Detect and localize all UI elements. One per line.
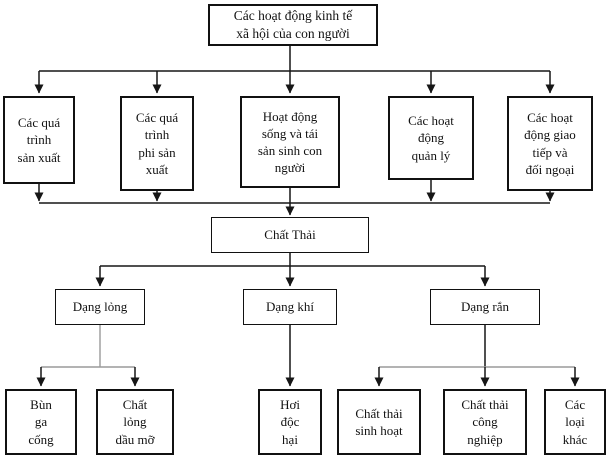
node-production-processes: Các quá trình sản xuất: [3, 96, 75, 184]
node-other-types: Các loại khác: [544, 389, 606, 455]
node-oil-grease-liquid: Chất lỏng dầu mỡ: [96, 389, 174, 455]
node-living-reproduction-activities: Hoạt động sống và tái sản sinh con người: [240, 96, 340, 188]
connector-solid-branch: [374, 325, 580, 387]
connector-liquid-branch: [36, 325, 140, 387]
node-socioeconomic-activities: Các hoạt động kinh tế xã hội của con ngư…: [208, 4, 378, 46]
node-toxic-vapor: Hơi độc hại: [258, 389, 322, 455]
node-non-production-processes: Các quá trình phi sản xuất: [120, 96, 194, 191]
node-solid-form: Dạng rắn: [430, 289, 540, 325]
node-sewer-sludge: Bùn ga cống: [5, 389, 77, 455]
node-communication-external-activities: Các hoạt động giao tiếp và đối ngoại: [507, 96, 593, 191]
node-management-activities: Các hoạt động quản lý: [388, 96, 474, 180]
node-household-waste: Chất thải sinh hoạt: [337, 389, 421, 455]
connector-level2-to-waste: [34, 180, 555, 216]
connector-root-to-level2: [34, 46, 555, 94]
node-gas-form: Dạng khí: [243, 289, 337, 325]
node-industrial-waste: Chất thải công nghiệp: [443, 389, 527, 455]
node-liquid-form: Dạng lỏng: [55, 289, 145, 325]
connector-waste-to-forms: [95, 253, 490, 287]
node-waste: Chất Thải: [211, 217, 369, 253]
